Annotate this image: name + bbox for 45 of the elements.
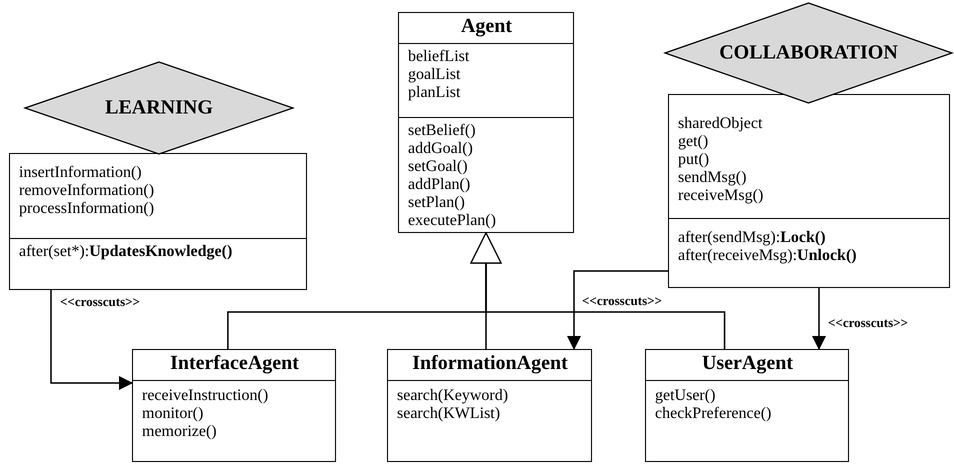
attribute-text: put() <box>678 151 710 169</box>
aspect-box <box>668 94 950 288</box>
crosscuts-arrow <box>50 290 133 390</box>
class-box <box>387 349 592 462</box>
method-text: setGoal() <box>408 158 468 176</box>
attribute-text: sendMsg() <box>678 169 746 187</box>
method-text: addPlan() <box>408 176 470 194</box>
class-name: Agent <box>460 14 514 39</box>
method-text: getUser() <box>655 387 716 405</box>
attribute-text: get() <box>678 133 708 151</box>
aspect-diamond <box>665 3 952 103</box>
class-name: InformationAgent <box>411 351 569 376</box>
advice-text: after(receiveMsg):Unlock() <box>678 247 857 265</box>
aspect-name: COLLABORATION <box>719 42 898 64</box>
advice-text: after(set*):UpdatesKnowledge() <box>19 243 232 261</box>
method-text: setBelief() <box>408 122 476 140</box>
method-text: memorize() <box>142 423 217 441</box>
method-text: insertInformation() <box>19 164 142 182</box>
inheritance-arrow <box>470 232 726 349</box>
aspect-diamond <box>25 62 293 154</box>
method-text: checkPreference() <box>655 405 772 423</box>
class-box <box>398 12 574 233</box>
class-name: UserAgent <box>700 351 794 376</box>
attribute-text: goalList <box>408 66 460 84</box>
method-text: setPlan() <box>408 194 465 212</box>
method-text: receiveInstruction() <box>142 387 268 405</box>
method-text: search(KWList) <box>397 405 500 423</box>
method-text: monitor() <box>142 405 204 423</box>
attribute-text: beliefList <box>408 48 470 66</box>
crosscuts-arrow <box>812 288 826 350</box>
method-text: removeInformation() <box>19 182 154 200</box>
crosscuts-arrow <box>567 270 668 350</box>
aspect-box <box>9 153 307 290</box>
method-text: executePlan() <box>408 212 496 230</box>
method-text: processInformation() <box>19 200 154 218</box>
attribute-text: planList <box>408 84 460 102</box>
class-box <box>645 349 849 462</box>
method-text: search(Keyword) <box>397 387 508 405</box>
aspect-name: LEARNING <box>105 96 213 120</box>
class-box <box>132 349 336 462</box>
attribute-text: sharedObject <box>678 115 762 133</box>
attribute-text: receiveMsg() <box>678 187 764 205</box>
class-name: InterfaceAgent <box>169 351 300 376</box>
method-text: addGoal() <box>408 140 473 158</box>
advice-text: after(sendMsg):Lock() <box>678 229 826 247</box>
